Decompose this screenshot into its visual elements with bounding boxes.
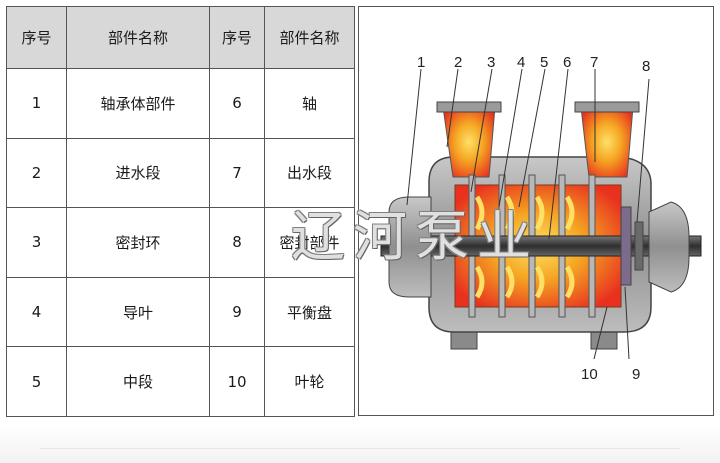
- callout-9: 9: [632, 366, 640, 383]
- impeller: [564, 195, 575, 299]
- callout-4: 4: [517, 54, 525, 71]
- callout-1: 1: [417, 54, 425, 71]
- cell-part-name: 叶轮: [264, 346, 355, 417]
- balance-disc: [620, 206, 632, 286]
- table-row: 5 中段 10 叶轮: [6, 346, 355, 417]
- callout-leader-1: [406, 68, 422, 206]
- impeller: [534, 195, 545, 299]
- callout-6: 6: [563, 54, 571, 71]
- table-row: 1 轴承体部件 6 轴: [6, 68, 355, 139]
- cell-no: 9: [209, 276, 265, 348]
- callout-2: 2: [454, 54, 462, 71]
- table-row: 3 密封环 8 密封部件: [6, 207, 355, 278]
- bearing-body-right: [648, 201, 690, 293]
- bearing-body-left: [388, 196, 432, 298]
- impeller: [474, 195, 485, 299]
- callout-leader-3: [470, 68, 493, 193]
- callout-7: 7: [590, 54, 598, 71]
- callout-8: 8: [642, 58, 650, 75]
- cell-part-name: 出水段: [264, 137, 355, 209]
- callout-leader-8: [636, 78, 650, 223]
- cell-part-name: 轴承体部件: [66, 68, 210, 139]
- table-header-row: 序号 部件名称 序号 部件名称: [6, 6, 355, 69]
- callout-leader-10: [593, 306, 608, 360]
- callout-leader-2: [446, 68, 459, 148]
- outlet-flange: [574, 101, 640, 113]
- bottom-strip: [0, 424, 720, 463]
- cell-part-name: 平衡盘: [264, 276, 355, 348]
- pump-cross-section-diagram: 1 2 3 4 5 6 7 8 9 10: [358, 6, 714, 416]
- header-no-1: 序号: [6, 6, 67, 69]
- cell-part-name: 密封环: [66, 207, 210, 278]
- header-no-2: 序号: [209, 6, 265, 69]
- cell-no: 10: [209, 346, 265, 417]
- header-name-2: 部件名称: [264, 6, 355, 69]
- callout-10: 10: [581, 366, 598, 383]
- cell-part-name: 密封部件: [264, 207, 355, 278]
- cell-part-name: 进水段: [66, 137, 210, 209]
- inlet-flange: [436, 101, 502, 113]
- cell-no: 1: [6, 68, 67, 139]
- cell-no: 2: [6, 137, 67, 209]
- cell-no: 4: [6, 276, 67, 348]
- divider: [40, 448, 680, 449]
- callout-3: 3: [487, 54, 495, 71]
- table-row: 2 进水段 7 出水段: [6, 137, 355, 209]
- parts-table: 序号 部件名称 序号 部件名称 1 轴承体部件 6 轴 2 进水段 7 出水段 …: [6, 6, 355, 417]
- cell-no: 7: [209, 137, 265, 209]
- callout-leader-5: [518, 68, 546, 208]
- header-name-1: 部件名称: [66, 6, 210, 69]
- callout-leader-9: [624, 286, 630, 360]
- cell-no: 6: [209, 68, 265, 139]
- callout-5: 5: [540, 54, 548, 71]
- cell-part-name: 导叶: [66, 276, 210, 348]
- table-row: 4 导叶 9 平衡盘: [6, 276, 355, 348]
- cell-no: 3: [6, 207, 67, 278]
- seal-component: [634, 221, 644, 271]
- outlet-nozzle: [580, 106, 634, 178]
- cell-no: 5: [6, 346, 67, 417]
- impeller: [504, 195, 515, 299]
- pump-cross-section-svg: 1 2 3 4 5 6 7 8 9 10: [380, 54, 702, 383]
- callout-leader-6: [548, 68, 569, 240]
- callout-leader-4: [498, 68, 523, 208]
- cell-part-name: 轴: [264, 68, 355, 139]
- cell-no: 8: [209, 207, 265, 278]
- cell-part-name: 中段: [66, 346, 210, 417]
